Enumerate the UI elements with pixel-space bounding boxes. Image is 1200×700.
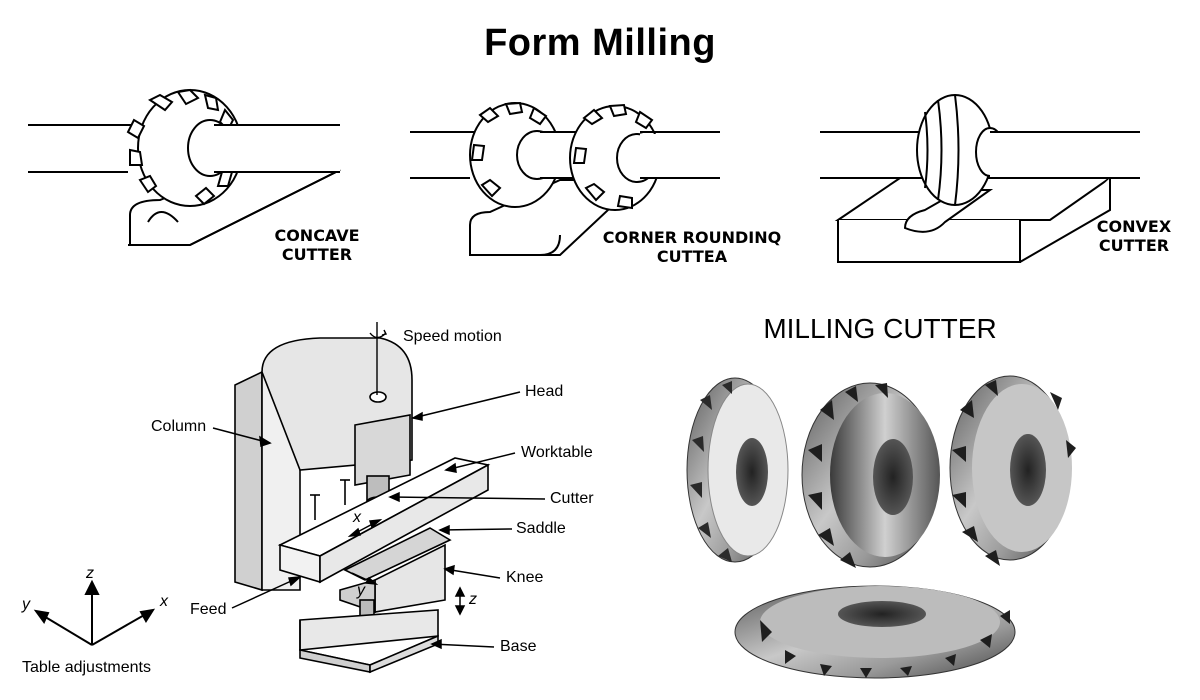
concave-cutter-label-line2: CUTTER (282, 245, 352, 264)
page-title: Form Milling (484, 22, 716, 64)
speed-motion-label: Speed motion (403, 328, 502, 345)
axis-x-label: x (160, 593, 168, 610)
table-axes (33, 579, 156, 646)
axis-arrow-icon (347, 519, 466, 616)
saddle-label: Saddle (516, 520, 566, 537)
head-label: Head (525, 383, 564, 400)
table-y-label: y (357, 582, 365, 599)
feed-label: Feed (190, 601, 227, 618)
corner-cutter-label-line2: CUTTEA (657, 247, 728, 266)
table-x-label: x (353, 509, 361, 526)
speed-motion-arrow-icon (369, 322, 388, 395)
knee-z-label: z (469, 591, 477, 608)
column-label: Column (151, 418, 207, 435)
worktable-label: Worktable (521, 444, 593, 461)
milling-cutter-photo-4 (734, 585, 1016, 679)
convex-cutter-label-line1: CONVEX (1097, 217, 1172, 236)
axis-y-label: y (22, 596, 30, 613)
corner-cutter-label-line1: CORNER ROUNDINQ (603, 228, 781, 247)
table-adjustments-label: Table adjustments (22, 659, 151, 676)
milling-cutter-photo-1 (686, 377, 789, 563)
concave-cutter-label-line1: CONCAVE (274, 226, 359, 245)
concave-cutter-illustration (28, 88, 341, 246)
milling-cutter-title: MILLING CUTTER (763, 313, 997, 344)
leader-lines (212, 391, 546, 650)
axis-z-label: z (86, 565, 94, 582)
milling-machine-illustration (234, 337, 491, 674)
cutter-label: Cutter (550, 490, 594, 507)
milling-cutter-photo-2 (801, 382, 940, 568)
base-label: Base (500, 638, 537, 655)
convex-cutter-label-line2: CUTTER (1099, 236, 1169, 255)
milling-cutter-photo-3 (949, 375, 1076, 566)
knee-label: Knee (506, 569, 544, 586)
convex-cutter-illustration (820, 94, 1140, 263)
corner-rounding-cutter-illustration (410, 101, 720, 256)
